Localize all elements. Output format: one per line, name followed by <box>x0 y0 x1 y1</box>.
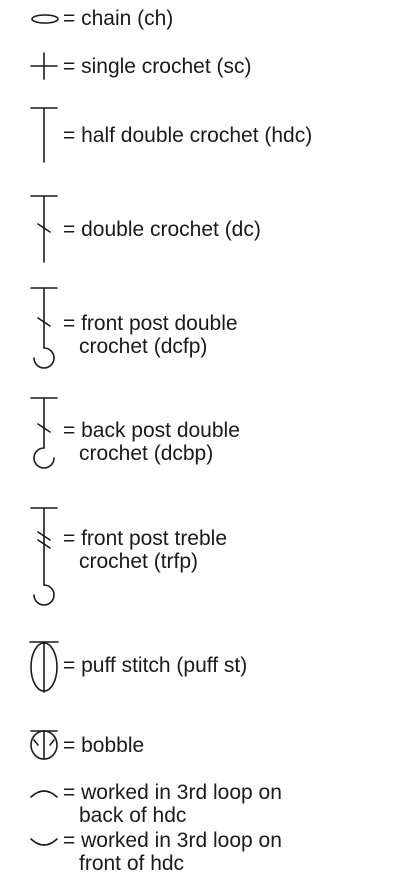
legend-item-text: = front post treble <box>63 527 228 550</box>
legend-item-puff-stitch: = puff stitch (puff st) <box>63 654 247 677</box>
legend-item-text: = half double crochet (hdc) <box>63 124 313 147</box>
legend-item-text: = worked in 3rd loop on <box>63 781 282 804</box>
legend-item-text-line2: crochet (dcfp) <box>79 335 208 358</box>
legend-item-text-line2: front of hdc <box>79 852 185 875</box>
legend-item-text-line2: crochet (trfp) <box>79 550 199 573</box>
legend-item-text: = front post double <box>63 312 238 335</box>
legend-item-front-post-treble-crochet: = front post treble crochet (trfp) <box>63 527 227 573</box>
legend-item-front-loop: = worked in 3rd loop on front of hdc <box>63 829 282 875</box>
legend-item-bobble: = bobble <box>63 734 144 757</box>
legend-item-back-loop: = worked in 3rd loop on back of hdc <box>63 781 282 827</box>
legend-item-text: = single crochet (sc) <box>63 55 252 78</box>
legend-item-text: = chain (ch) <box>63 7 174 30</box>
legend-item-text: = double crochet (dc) <box>63 218 261 241</box>
legend-item-half-double-crochet: = half double crochet (hdc) <box>63 124 312 147</box>
legend-item-single-crochet: = single crochet (sc) <box>63 55 252 78</box>
legend-item-double-crochet: = double crochet (dc) <box>63 218 261 241</box>
legend-item-text: = worked in 3rd loop on <box>63 829 282 852</box>
legend-item-text: = puff stitch (puff st) <box>63 654 248 677</box>
legend-item-text: = bobble <box>63 734 145 757</box>
legend-item-text: = back post double <box>63 419 240 442</box>
legend-item-back-post-double-crochet: = back post double crochet (dcbp) <box>63 419 240 465</box>
legend-item-text-line2: back of hdc <box>79 804 187 827</box>
legend-item-front-post-double-crochet: = front post double crochet (dcfp) <box>63 312 238 358</box>
legend-item-text-line2: crochet (dcbp) <box>79 442 214 465</box>
legend-item-chain: = chain (ch) <box>63 7 173 30</box>
